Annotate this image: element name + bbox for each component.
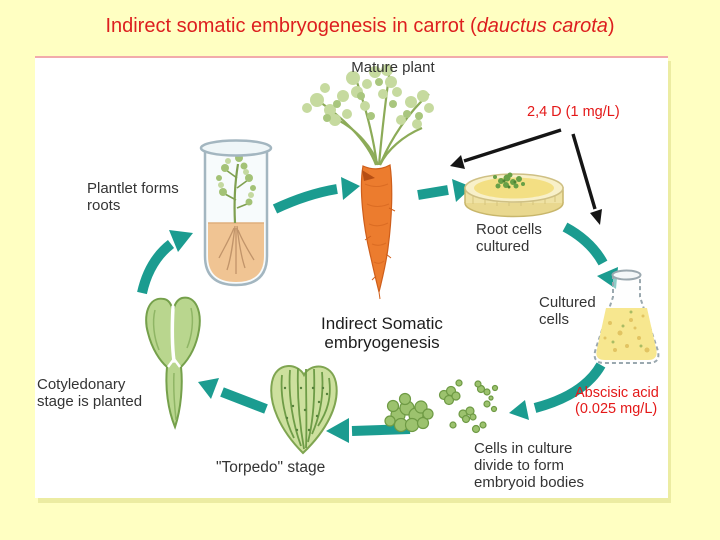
cycle-arrows bbox=[137, 177, 618, 443]
label-embryoid-bodies: Cells in culture divide to form embryoid… bbox=[474, 440, 585, 491]
embryogenesis-cycle-figure bbox=[137, 64, 660, 455]
flask-illustration bbox=[593, 269, 660, 364]
label-line: cultured bbox=[476, 237, 530, 255]
cotyledon-slit bbox=[170, 305, 176, 363]
label-line: (0.025 mg/L) bbox=[575, 401, 658, 418]
label-mature-plant: Mature plant bbox=[351, 59, 435, 76]
petri-culture-dark bbox=[502, 179, 517, 189]
arrow-torpedo-to-cotyledonary bbox=[198, 378, 268, 414]
torpedo-speckles bbox=[283, 386, 329, 432]
label-plantlet-forms-roots: Plantlet forms roots bbox=[87, 180, 179, 215]
torpedo-stripes bbox=[280, 367, 331, 450]
arrow-cotyledonary-to-plantlet bbox=[137, 230, 193, 295]
carrot-notch bbox=[362, 170, 375, 181]
embryoid-bodies-illustration bbox=[384, 379, 499, 434]
label-line: roots bbox=[87, 196, 121, 214]
title-species-italic: dauctus carota bbox=[476, 15, 608, 37]
carrot-foliage-leaves bbox=[302, 64, 434, 129]
title-close-paren: ) bbox=[607, 15, 615, 37]
label-cultured-cells: Cultured cells bbox=[539, 294, 596, 329]
cotyledon-notch bbox=[167, 356, 181, 368]
label-line: stage is planted bbox=[37, 392, 143, 410]
label-line: cells bbox=[539, 310, 570, 328]
label-line: divide to form bbox=[474, 456, 565, 474]
auxin-arrow-to-petri bbox=[450, 128, 562, 169]
diagram-panel: Mature plant Plantlet forms roots Root c… bbox=[35, 56, 668, 498]
label-torpedo-stage: "Torpedo" stage bbox=[216, 459, 326, 476]
page-title: Indirect somatic embryogenesis in carrot… bbox=[0, 12, 720, 40]
label-auxin-2-4-d: 2,4 D (1 mg/L) bbox=[527, 104, 620, 120]
carrot-root-hairs bbox=[364, 207, 396, 300]
label-root-cells-cultured: Root cells cultured bbox=[476, 221, 542, 256]
label-line: embryogenesis bbox=[324, 333, 440, 353]
label-abscisic-acid: Abscisic acid (0.025 mg/L) bbox=[575, 385, 659, 417]
plantlet-roots bbox=[218, 225, 255, 274]
label-line: Cultured bbox=[539, 294, 596, 311]
arrow-flask-to-embryoids bbox=[509, 362, 606, 420]
carrot-root-body bbox=[360, 164, 393, 293]
label-line: Plantlet forms bbox=[87, 180, 179, 197]
mature-plant-carrot-illustration bbox=[302, 64, 434, 300]
arrow-plant-to-petri bbox=[417, 179, 472, 202]
test-tube-rim bbox=[199, 139, 273, 157]
label-indirect-somatic-embryogenesis: Indirect Somatic embryogenesis bbox=[287, 314, 477, 352]
flask-mouth bbox=[611, 269, 642, 281]
label-line: Root cells bbox=[476, 221, 542, 238]
petri-dish-illustration bbox=[464, 172, 564, 218]
cotyledon-shading bbox=[152, 307, 194, 421]
label-line: Cotyledonary bbox=[37, 376, 126, 393]
cotyledonary-stage-illustration bbox=[145, 296, 201, 430]
torpedo-stage-illustration bbox=[270, 365, 338, 455]
label-line: embryoid bodies bbox=[474, 473, 585, 491]
petri-agar bbox=[474, 177, 554, 199]
auxin-annotation-arrows bbox=[450, 128, 602, 225]
arrow-plantlet-to-plant bbox=[272, 177, 360, 214]
flask-liquid-speckles bbox=[603, 314, 650, 353]
test-tube-illustration bbox=[199, 139, 273, 287]
carrot-foliage-leaves-dark bbox=[323, 78, 423, 122]
plantlet-stem bbox=[224, 163, 249, 224]
title-text: Indirect somatic embryogenesis in carrot… bbox=[105, 15, 477, 37]
arrow-petri-to-flask bbox=[562, 222, 618, 289]
petri-culture bbox=[493, 172, 525, 189]
label-line: Cells in culture bbox=[474, 440, 573, 457]
plantlet-leaves-light bbox=[218, 158, 254, 198]
flask-liquid-cells bbox=[611, 310, 643, 348]
auxin-arrow-to-flask-path bbox=[571, 133, 602, 225]
label-line: Abscisic acid bbox=[575, 385, 659, 401]
label-line: Indirect Somatic bbox=[321, 314, 443, 333]
label-cotyledonary-stage: Cotyledonary stage is planted bbox=[37, 376, 143, 411]
carrot-ridges bbox=[364, 183, 390, 264]
